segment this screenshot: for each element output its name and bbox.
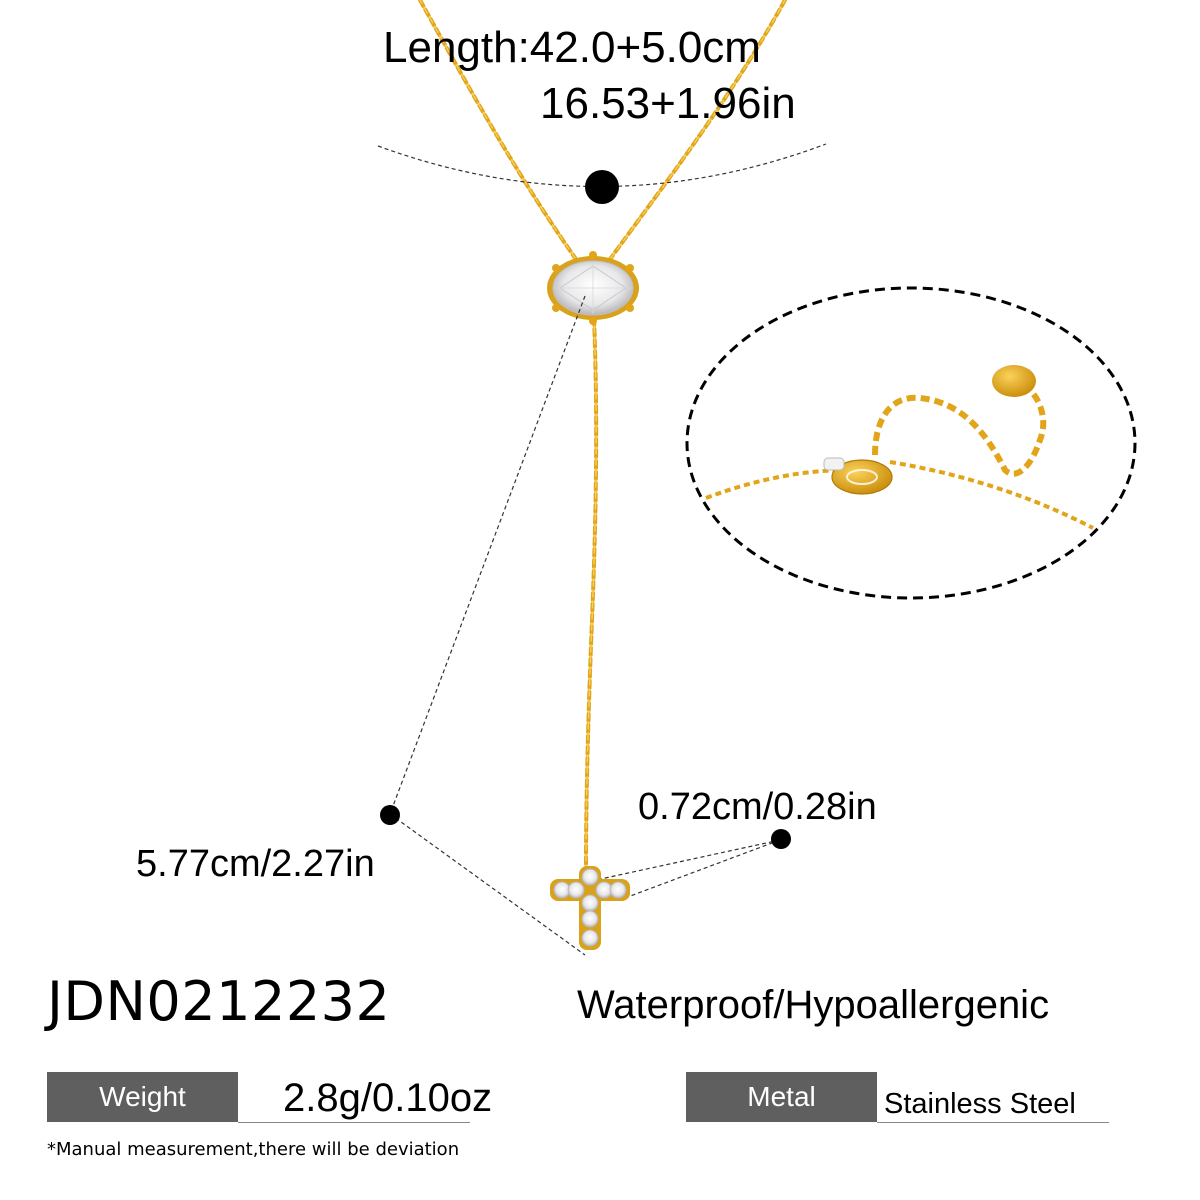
- feature-text: Waterproof/Hypoallergenic: [577, 983, 1050, 1027]
- weight-underline: [238, 1122, 470, 1123]
- length-guide: [377, 143, 827, 204]
- metal-label: Metal: [686, 1072, 877, 1122]
- weight-value: 2.8g/0.10oz: [283, 1076, 493, 1120]
- length-cm-label: Length:42.0+5.0cm: [383, 23, 761, 72]
- clasp-detail: [685, 286, 1137, 600]
- drop-length-label: 5.77cm/2.27in: [136, 843, 375, 885]
- weight-label: Weight: [47, 1072, 238, 1122]
- metal-underline: [877, 1122, 1109, 1123]
- metal-value: Stainless Steel: [884, 1088, 1076, 1120]
- product-code: JDN0212232: [47, 970, 391, 1033]
- cross-width-label: 0.72cm/0.28in: [638, 786, 877, 828]
- drop-length-guide: [389, 295, 586, 956]
- measurement-note: *Manual measurement,there will be deviat…: [47, 1139, 460, 1160]
- drop-length-dot: [380, 805, 400, 825]
- length-inch-label: 16.53+1.96in: [540, 79, 796, 128]
- cross-width-dot: [771, 829, 791, 849]
- cross-pendant: [550, 866, 630, 950]
- cross-width-guide: [549, 839, 781, 899]
- gemstone-pendant: [547, 251, 639, 325]
- necklace-chain: [418, 0, 787, 870]
